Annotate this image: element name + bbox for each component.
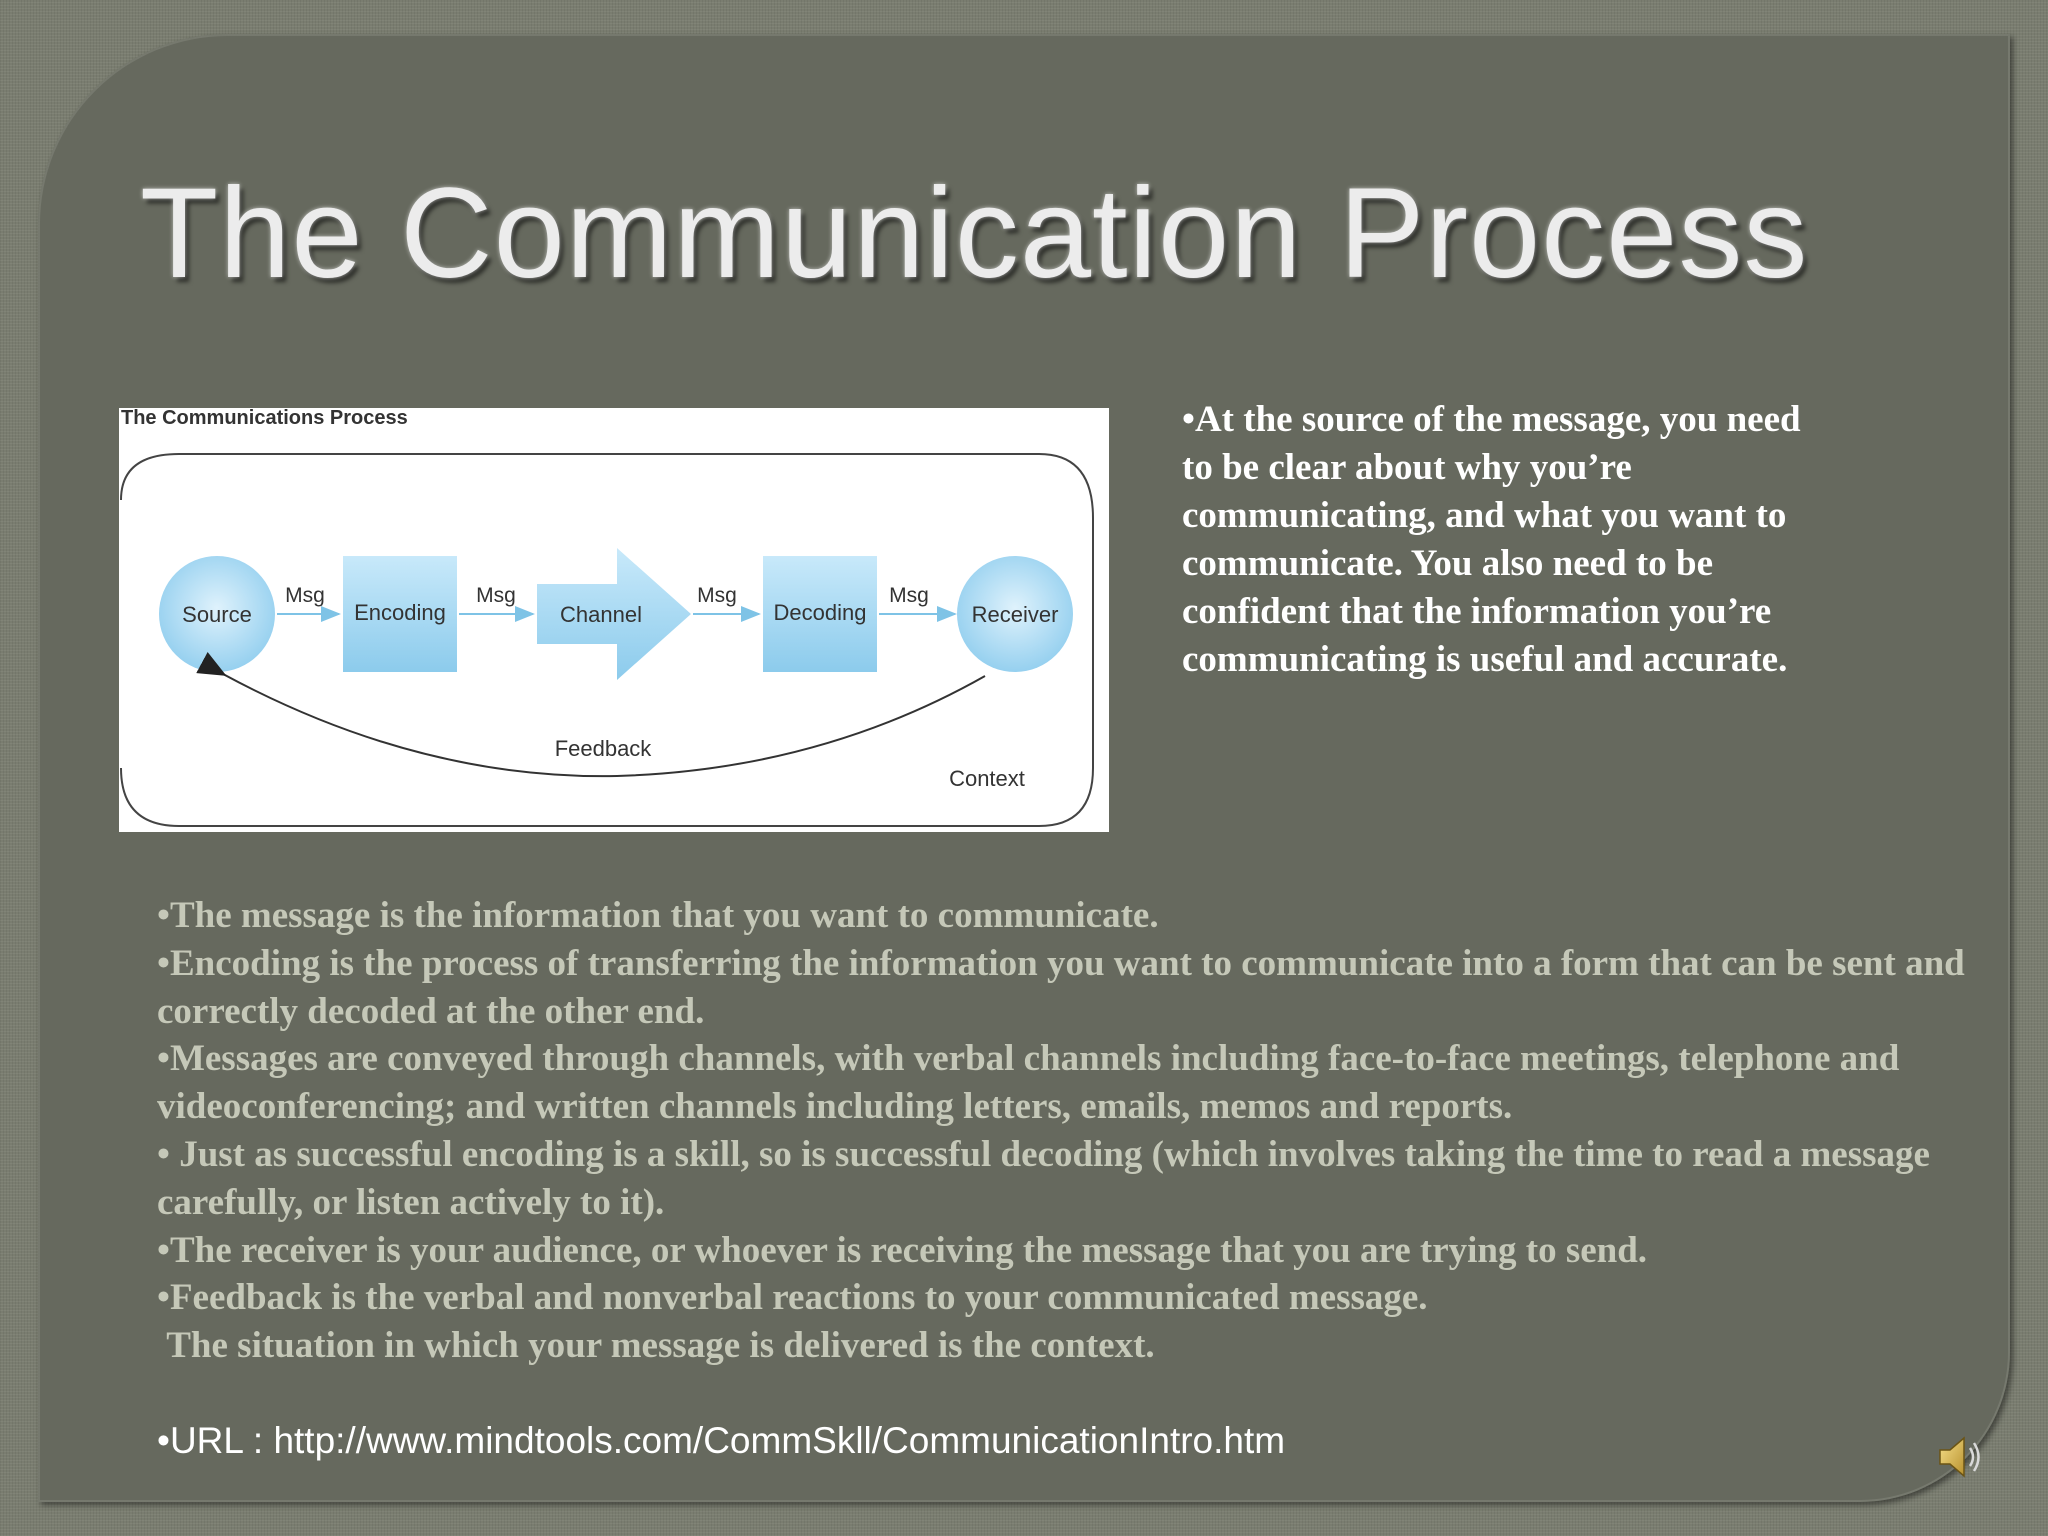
bullet-channels: •Messages are conveyed through channels,… bbox=[157, 1038, 1909, 1128]
communication-process-diagram: The Communications Process Source Msg En… bbox=[119, 408, 1109, 832]
decoding-label: Decoding bbox=[774, 600, 867, 625]
bullet-list: •The message is the information that you… bbox=[157, 892, 2037, 1370]
bullet-feedback: •Feedback is the verbal and nonverbal re… bbox=[157, 1277, 1428, 1319]
bullet-encoding: •Encoding is the process of transferring… bbox=[157, 942, 1974, 1032]
encoding-label: Encoding bbox=[354, 600, 446, 625]
bullet-receiver: •The receiver is your audience, or whoev… bbox=[157, 1229, 1648, 1271]
diagram-heading: The Communications Process bbox=[121, 408, 408, 429]
speaker-icon[interactable] bbox=[1934, 1430, 1988, 1484]
msg-label-1: Msg bbox=[285, 584, 325, 607]
channel-node bbox=[537, 548, 691, 680]
receiver-label: Receiver bbox=[972, 602, 1059, 627]
channel-label: Channel bbox=[560, 602, 642, 627]
feedback-label: Feedback bbox=[555, 736, 653, 761]
encoding-node bbox=[343, 556, 457, 672]
source-node bbox=[159, 556, 275, 672]
feedback-arrow bbox=[196, 652, 986, 778]
source-url[interactable]: •URL : http://www.mindtools.com/CommSkll… bbox=[157, 1420, 1286, 1461]
msg-label-3: Msg bbox=[697, 584, 737, 607]
bullet-message: •The message is the information that you… bbox=[157, 895, 1159, 936]
msg-label-4: Msg bbox=[889, 584, 929, 607]
bullet-context: The situation in which your message is d… bbox=[157, 1325, 1155, 1367]
msg-label-2: Msg bbox=[476, 584, 516, 607]
receiver-node bbox=[957, 556, 1073, 672]
source-label: Source bbox=[182, 602, 252, 627]
source-explanation-text: •At the source of the message, you need … bbox=[1182, 399, 1801, 680]
context-boundary bbox=[120, 453, 1094, 827]
context-label: Context bbox=[949, 766, 1025, 791]
decoding-node bbox=[763, 556, 877, 672]
slide-title: The Communication Process bbox=[140, 162, 1809, 305]
bullet-decoding: • Just as successful encoding is a skill… bbox=[157, 1133, 1940, 1223]
